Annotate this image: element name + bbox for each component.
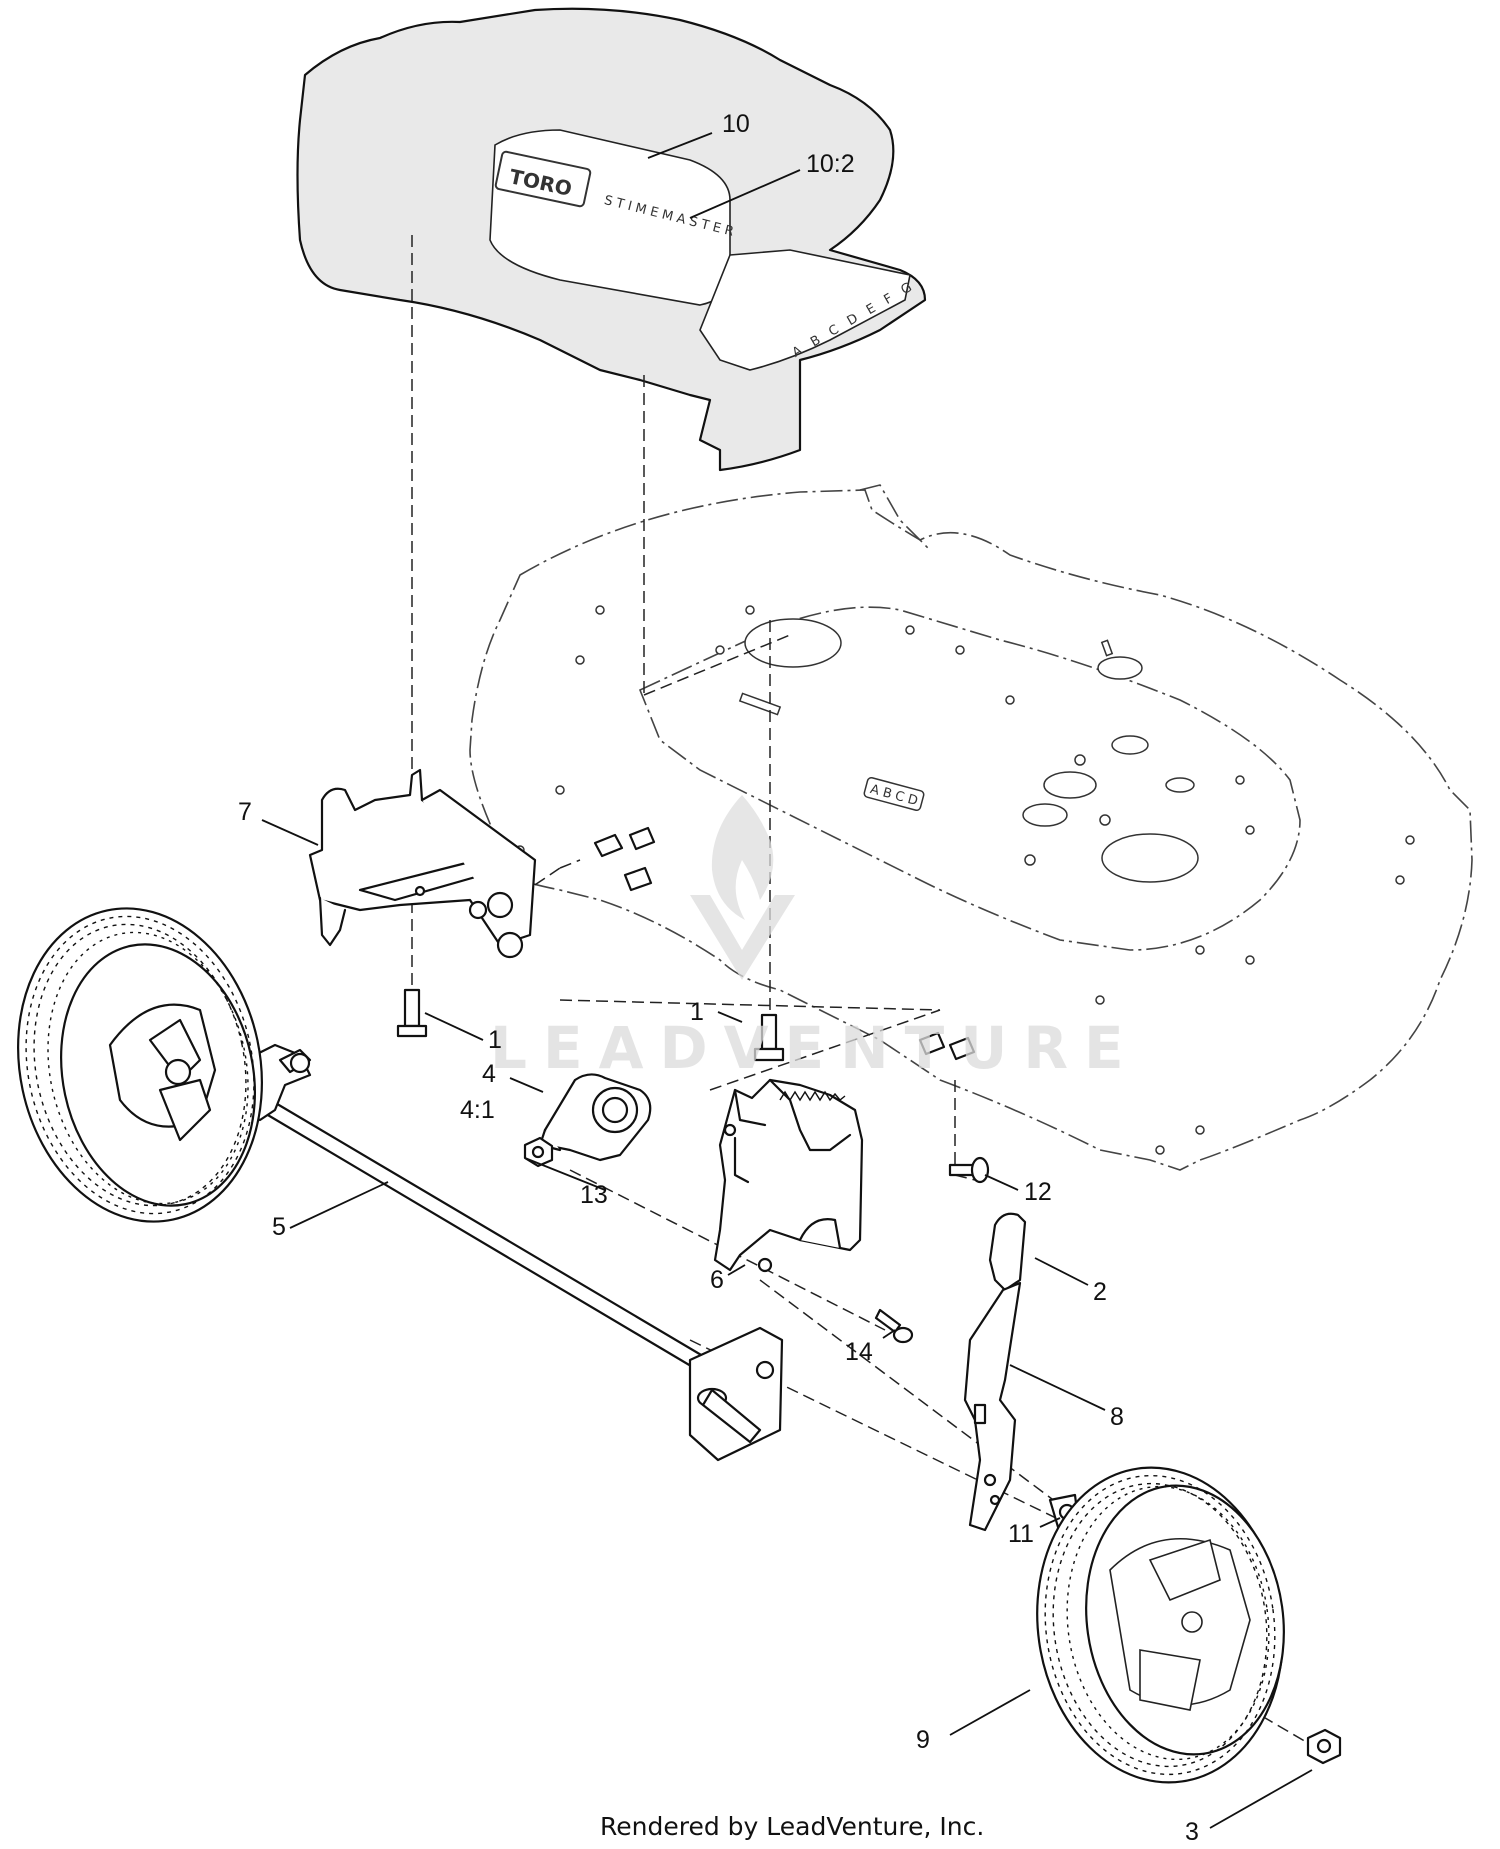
height-adjuster-plate [713,1078,864,1273]
callout-3: 3 [1185,1818,1199,1846]
svg-text:LEADVENTURE: LEADVENTURE [490,1014,1140,1082]
leadventure-watermark: LEADVENTURE [490,795,1140,1082]
callout-12: 12 [1024,1178,1052,1206]
callout-4: 4 [482,1060,496,1088]
bolt-1-left [396,988,428,1038]
height-lever [963,1281,1022,1532]
callout-9: 9 [916,1726,930,1754]
mower-deck: ABCD [469,484,1473,1171]
bolt-1-right [753,1013,785,1062]
callout-11: 11 [1008,1520,1034,1548]
screw-12 [948,1156,990,1184]
callout-2: 2 [1093,1278,1107,1306]
right-front-wheel [1036,1466,1285,1784]
callout-5: 5 [272,1213,286,1241]
callout-13: 13 [580,1181,608,1209]
callout-4-1: 4:1 [460,1096,495,1124]
callout-10-2: 10:2 [806,150,855,178]
axle-assembly [223,1043,784,1462]
callout-6: 6 [710,1266,724,1294]
callout-1-right: 1 [690,998,704,1026]
left-rear-wheel [17,907,263,1223]
render-credit: Rendered by LeadVenture, Inc. [600,1812,984,1841]
leader-lines [261,132,1313,1829]
callout-labels: 10 10:2 7 1 1 4 4:1 5 13 12 6 2 14 8 11 … [238,110,1199,1846]
screw-14 [874,1308,914,1344]
pivot-block [538,1073,652,1162]
callout-1-left: 1 [488,1026,502,1054]
callout-8: 8 [1110,1403,1124,1431]
deck-height-mark: ABCD [863,776,925,812]
callout-14: 14 [845,1338,873,1366]
lever-grip [988,1212,1027,1292]
rear-height-bracket [308,768,537,959]
rear-shroud: TORO STIMEMASTER A B C D E F G [296,7,927,472]
wheel-nut-3 [1306,1728,1342,1765]
bracket-pins [593,826,976,1061]
callout-10: 10 [722,110,750,138]
callout-7: 7 [238,798,252,826]
nut-13 [523,1136,554,1168]
